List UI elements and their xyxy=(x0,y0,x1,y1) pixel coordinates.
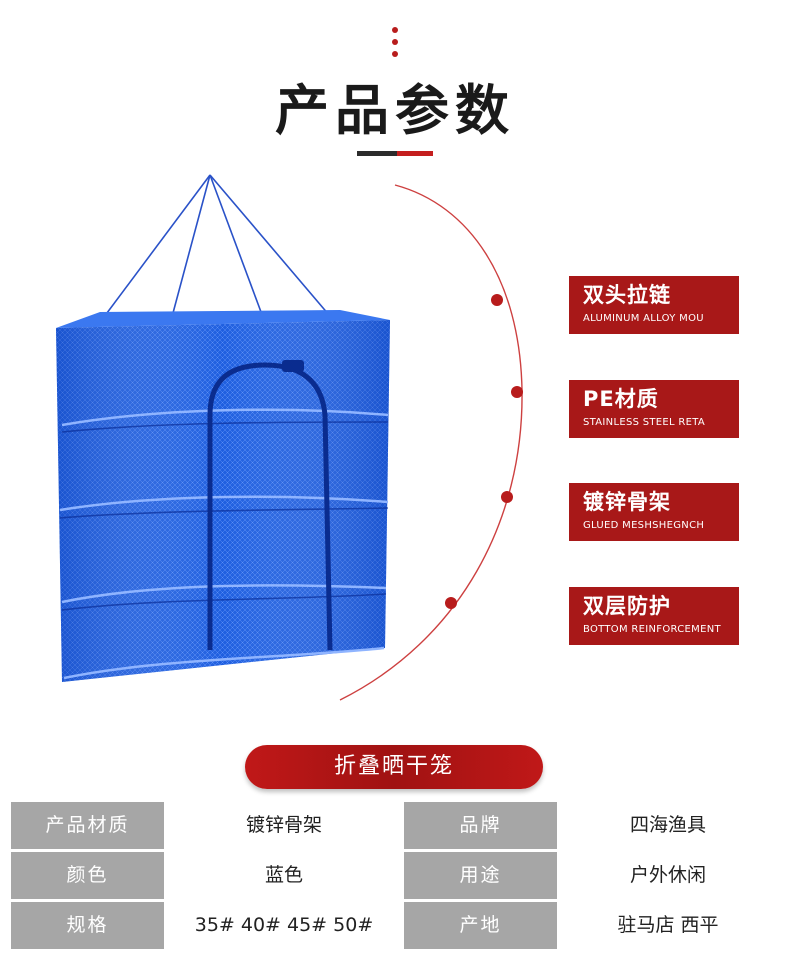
feature-title: PE材质 xyxy=(583,387,659,411)
feature-tag-protection: 双层防护 BOTTOM REINFORCEMENT xyxy=(569,587,739,645)
spec-label: 用途 xyxy=(404,852,557,899)
title-underline-red xyxy=(397,151,433,156)
spec-label: 产品材质 xyxy=(11,802,164,849)
spec-label: 产地 xyxy=(404,902,557,949)
feature-subtitle: GLUED MESHSHEGNCH xyxy=(583,520,705,531)
arc-node-dot xyxy=(501,491,513,503)
title-underline-dark xyxy=(357,151,397,156)
arc-node-dot xyxy=(511,386,523,398)
decorative-arc xyxy=(339,184,523,701)
feature-tag-frame: 镀锌骨架 GLUED MESHSHEGNCH xyxy=(569,483,739,541)
spec-value: 户外休闲 xyxy=(557,852,779,899)
feature-tag-zipper: 双头拉链 ALUMINUM ALLOY MOU xyxy=(569,276,739,334)
spec-value: 蓝色 xyxy=(164,852,404,899)
spec-table: 产品材质 镀锌骨架 品牌 四海渔具 颜色 蓝色 用途 户外休闲 规格 35# 4… xyxy=(11,802,779,952)
decorative-dots xyxy=(391,27,399,63)
feature-title: 镀锌骨架 xyxy=(583,490,671,514)
table-row: 规格 35# 40# 45# 50# 产地 驻马店 西平 xyxy=(11,902,779,952)
spec-label: 颜色 xyxy=(11,852,164,899)
spec-value: 35# 40# 45# 50# xyxy=(164,902,404,949)
spec-value: 镀锌骨架 xyxy=(164,802,404,849)
product-name-banner: 折叠晒干笼 xyxy=(245,745,543,789)
table-row: 产品材质 镀锌骨架 品牌 四海渔具 xyxy=(11,802,779,852)
table-row: 颜色 蓝色 用途 户外休闲 xyxy=(11,852,779,902)
feature-subtitle: STAINLESS STEEL RETA xyxy=(583,417,705,428)
feature-title: 双头拉链 xyxy=(583,283,671,307)
spec-value: 四海渔具 xyxy=(557,802,779,849)
spec-label: 品牌 xyxy=(404,802,557,849)
drying-cage-image xyxy=(56,174,390,682)
feature-subtitle: ALUMINUM ALLOY MOU xyxy=(583,313,704,324)
arc-node-dot xyxy=(491,294,503,306)
feature-tag-material: PE材质 STAINLESS STEEL RETA xyxy=(569,380,739,438)
page-title: 产品参数 xyxy=(275,79,515,142)
spec-value: 驻马店 西平 xyxy=(557,902,779,949)
arc-node-dot xyxy=(445,597,457,609)
feature-title: 双层防护 xyxy=(583,594,671,618)
spec-label: 规格 xyxy=(11,902,164,949)
feature-subtitle: BOTTOM REINFORCEMENT xyxy=(583,624,721,635)
